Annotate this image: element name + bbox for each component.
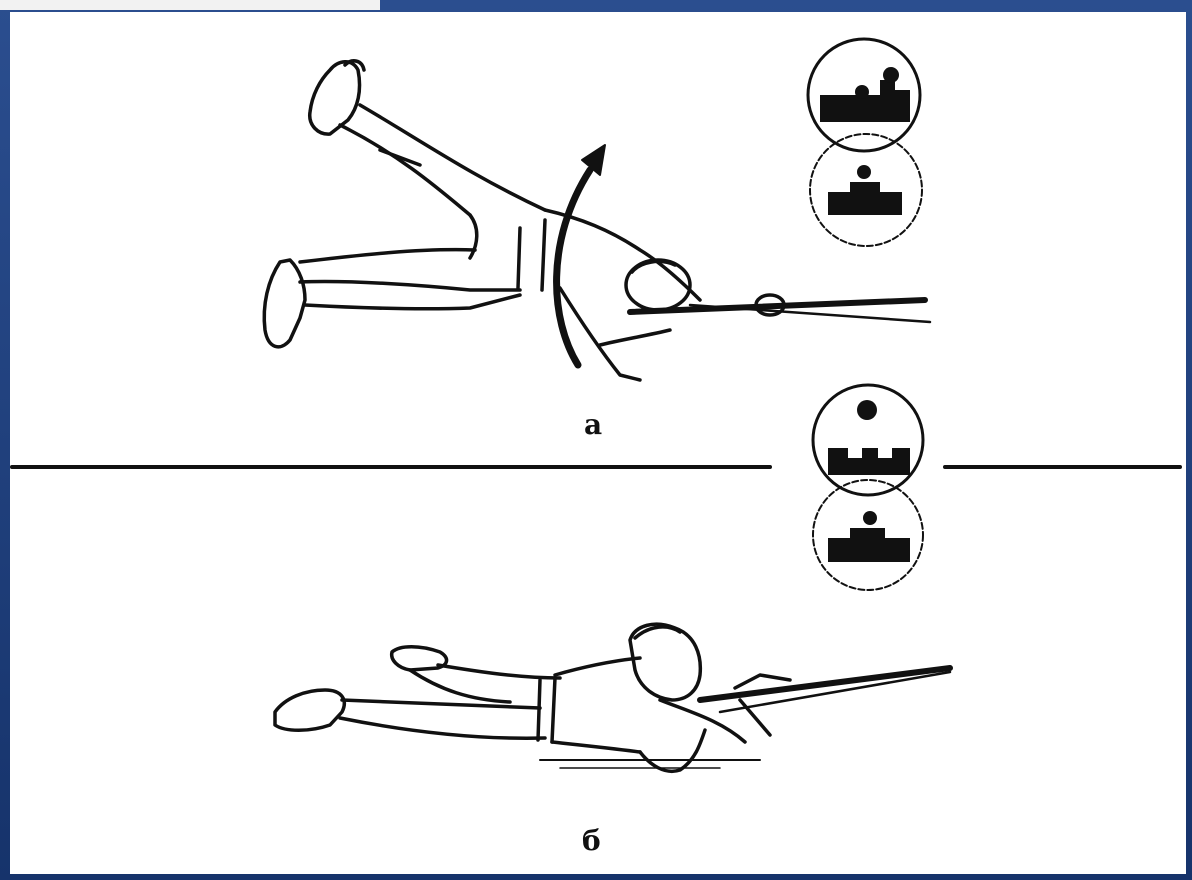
panel-a-label: а <box>584 408 602 441</box>
rotation-arrow-icon <box>557 145 605 365</box>
sight-picture-b-top <box>813 385 923 495</box>
panel-b-figure <box>275 624 950 771</box>
panel-b-label: б <box>582 824 601 857</box>
